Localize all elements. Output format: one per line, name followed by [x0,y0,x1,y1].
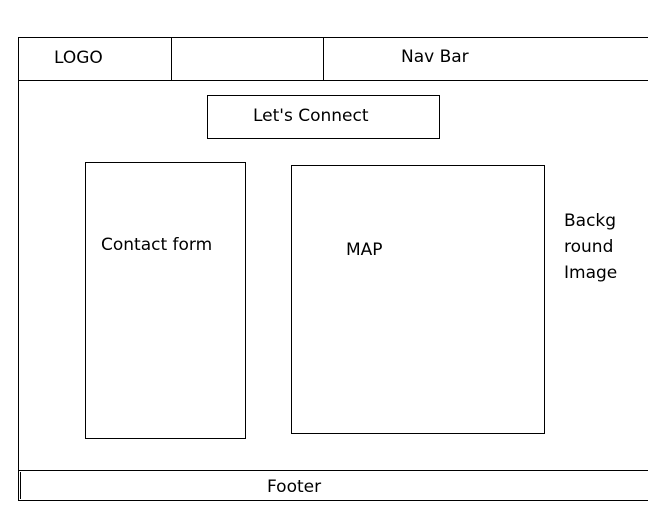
contact-form-box[interactable] [85,162,246,439]
heading-box [207,95,440,139]
map-label: MAP [346,240,383,260]
contact-form-label: Contact form [101,235,213,255]
logo-label: LOGO [54,48,103,68]
background-image-label-line-2: round [564,237,614,257]
footer-label: Footer [267,477,322,497]
background-image-label-line-3: Image [564,263,618,283]
footer-box [18,470,648,501]
map-box[interactable] [291,165,545,434]
logo-box[interactable] [18,37,172,81]
background-image-label-line-1: Backg [564,211,617,231]
heading-label: Let's Connect [253,106,369,126]
nav-bar-label: Nav Bar [401,47,469,67]
footer-inner-edge [20,472,21,499]
nav-bar-box[interactable] [323,37,648,81]
